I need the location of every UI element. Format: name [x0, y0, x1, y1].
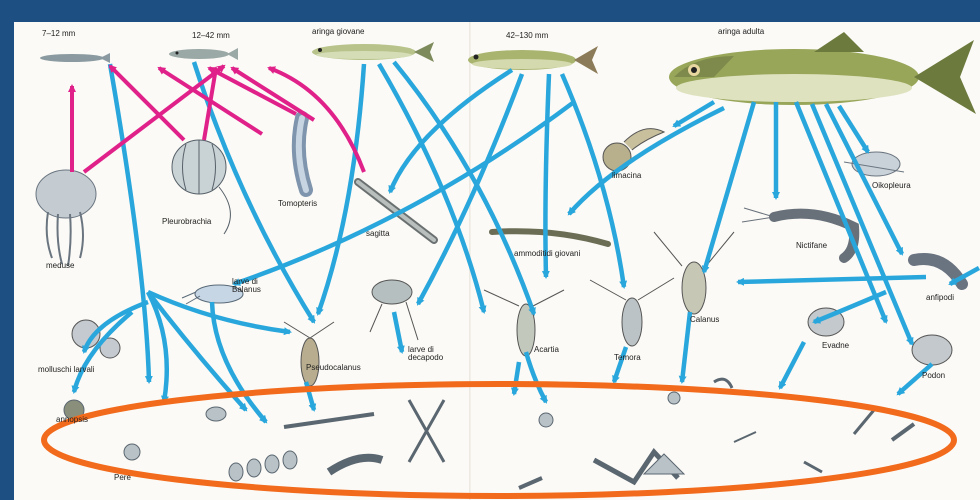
organism-pseudocalanus	[284, 322, 334, 386]
label-oikopleura: Oikopleura	[872, 182, 911, 190]
label-annopsis: annopsis	[56, 416, 88, 424]
organism-calanus	[654, 232, 734, 314]
fish-12-42mm	[169, 48, 238, 60]
organism-ammoditidi	[492, 231, 608, 244]
organism-limacina	[603, 129, 664, 171]
label-larve-decapodo: larve di decapodo	[408, 346, 452, 362]
label-aringa-adulta: aringa adulta	[718, 28, 764, 36]
organism-larve-decapodo	[370, 280, 418, 340]
food-web-drawing	[14, 22, 980, 500]
fish-7-12mm	[40, 53, 110, 63]
label-pere: Pere	[114, 474, 131, 482]
label-fish-42-130mm: 42–130 mm	[506, 32, 548, 40]
label-meduse: meduse	[46, 262, 74, 270]
label-ammoditidi: ammoditidi giovani	[514, 250, 580, 258]
label-aringa-giovane: aringa giovane	[312, 28, 364, 36]
fish-aringa-adulta	[669, 32, 976, 114]
organism-meduse	[36, 170, 96, 266]
label-fish-7-12mm: 7–12 mm	[42, 30, 75, 38]
label-temora: Temora	[614, 354, 641, 362]
fish-42-130mm	[468, 46, 598, 74]
label-molluschi: molluschi larvali	[38, 366, 94, 374]
organism-podon	[912, 335, 952, 365]
organism-temora	[590, 278, 674, 346]
label-limacina: limacina	[612, 172, 641, 180]
label-pseudocalanus: Pseudocalanus	[306, 364, 361, 372]
organism-tomopteris	[299, 118, 306, 190]
label-larve-balanus: larve di Balanus	[232, 278, 278, 294]
label-calanus: Calanus	[690, 316, 719, 324]
fish-aringa-giovane	[312, 42, 434, 62]
phytoplankton-highlight-ellipse	[44, 384, 954, 496]
label-pleurobrachia: Pleurobrachia	[162, 218, 211, 226]
label-anfipodi: anfipodi	[926, 294, 954, 302]
label-podon: Podon	[922, 372, 945, 380]
label-fish-12-42mm: 12–42 mm	[192, 32, 230, 40]
food-web-illustration: 7–12 mm 12–42 mm aringa giovane 42–130 m…	[14, 22, 980, 500]
label-tomopteris: Tomopteris	[278, 200, 317, 208]
label-acartia: Acartia	[534, 346, 559, 354]
organism-nictifane	[742, 208, 854, 258]
label-sagitta: sagitta	[366, 230, 390, 238]
label-nictifane: Nictifane	[796, 242, 827, 250]
label-evadne: Evadne	[822, 342, 849, 350]
